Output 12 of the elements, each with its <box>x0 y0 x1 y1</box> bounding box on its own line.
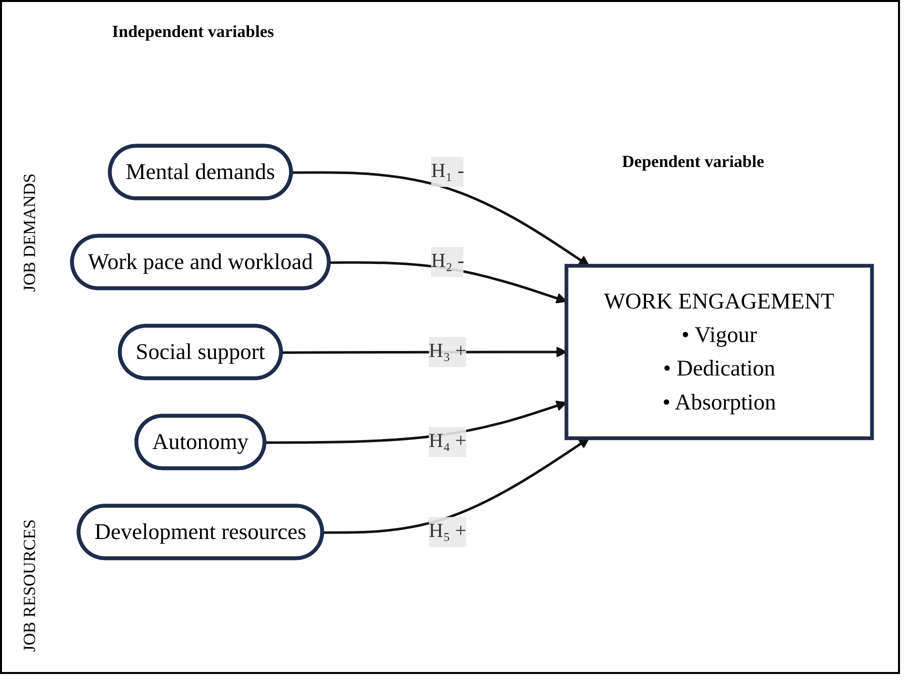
edge-label: H₁ - <box>431 160 464 182</box>
arrow <box>292 171 590 266</box>
arrow <box>322 438 590 534</box>
heading: Independent variables <box>112 22 274 42</box>
edge-label: H₄ + <box>428 430 466 452</box>
group-label: JOB RESOURCES <box>20 519 40 652</box>
edge-label: H₃ + <box>428 340 466 362</box>
group-label: JOB DEMANDS <box>20 173 40 292</box>
edge-label: H₅ + <box>428 520 466 542</box>
edge-label: H₂ - <box>431 250 464 272</box>
node-box: WORK ENGAGEMENT • Vigour • Dedication • Absorption <box>564 264 874 440</box>
heading: Dependent variable <box>622 152 764 172</box>
